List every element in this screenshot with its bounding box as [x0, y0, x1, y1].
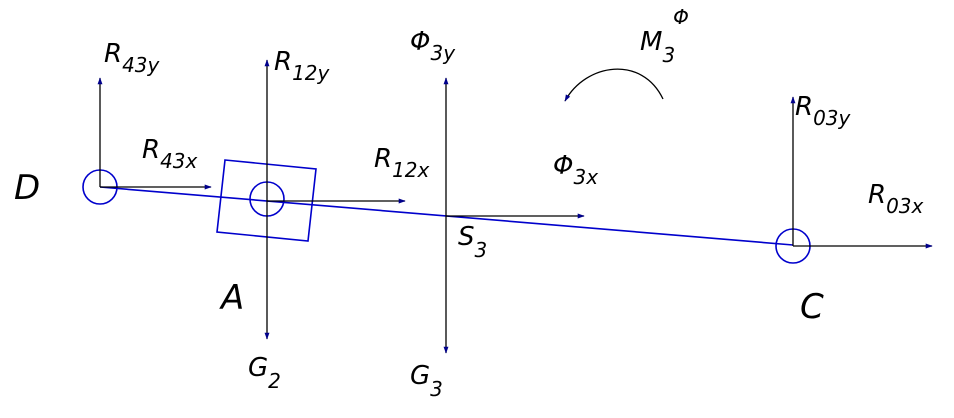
label-phi3y: Φ3y	[410, 27, 456, 65]
label-r43y: R43y	[104, 39, 161, 77]
label-point-d: D	[14, 168, 40, 208]
label-m3: M3Φ	[640, 5, 689, 67]
slider-block	[216, 159, 317, 242]
label-r12y: R12y	[274, 47, 331, 85]
label-phi3x: Φ3x	[553, 151, 598, 189]
moment-arc-m3	[564, 68, 664, 102]
label-point-a: A	[219, 278, 244, 318]
label-g2: G2	[248, 353, 281, 393]
label-r03y: R03y	[795, 92, 852, 130]
label-r43x: R43x	[142, 135, 198, 173]
label-g3: G3	[410, 361, 443, 401]
label-point-c: C	[800, 287, 824, 327]
label-r12x: R12x	[374, 144, 430, 182]
label-r03x: R03x	[868, 180, 924, 218]
label-s3: S3	[458, 222, 487, 262]
